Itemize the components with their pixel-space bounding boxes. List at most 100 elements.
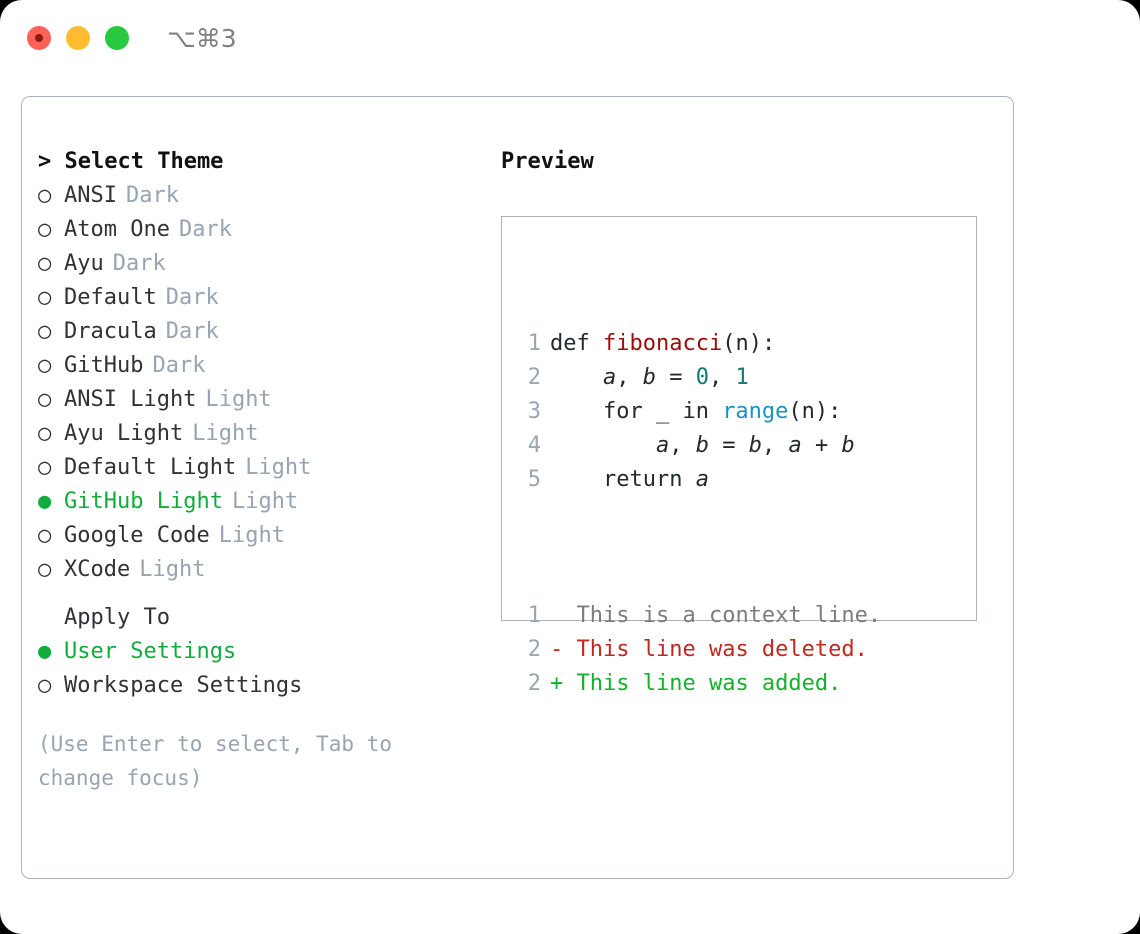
code-token-var: a	[655, 433, 670, 458]
apply-to-header-indent	[38, 601, 64, 635]
preview-title: Preview	[501, 149, 594, 174]
theme-option-tag: Dark	[112, 251, 166, 276]
radio-unselected-icon: ○	[38, 673, 52, 698]
apply-to-option-label: Workspace Settings	[64, 673, 303, 698]
code-token-var: b	[695, 433, 709, 458]
code-token-plain: for _ in	[550, 399, 723, 424]
theme-option-label: Atom One	[64, 217, 170, 242]
keyboard-hint-text: (Use Enter to select, Tab to change focu…	[38, 732, 405, 790]
code-token-call: range	[722, 399, 789, 424]
code-line: 2 a, b = 0, 1	[519, 361, 881, 395]
theme-option-default-light[interactable]: ○ Default Light Light	[38, 451, 478, 485]
theme-option-tag: Light	[139, 557, 206, 582]
line-number: 2	[527, 365, 541, 390]
line-number: 2	[527, 671, 541, 696]
code-line: 5 return a	[519, 463, 881, 497]
line-number: 3	[527, 399, 541, 424]
code-token-plain: =	[708, 433, 749, 458]
theme-option-label: ANSI Light	[64, 387, 197, 412]
title-bar: ⌥⌘3	[0, 0, 1140, 78]
maximize-button[interactable]	[105, 26, 129, 50]
hint-spacer	[38, 703, 478, 727]
code-token-plain: def	[550, 331, 603, 356]
theme-option-tag: Light	[205, 387, 272, 412]
code-token-plain: (n):	[722, 331, 776, 356]
minimize-button[interactable]	[66, 26, 90, 50]
radio-unselected-icon: ○	[38, 285, 52, 310]
theme-option-atom-one[interactable]: ○ Atom One Dark	[38, 213, 478, 247]
line-number: 5	[527, 467, 541, 492]
radio-unselected-icon: ○	[38, 183, 52, 208]
theme-option-label: ANSI	[64, 183, 117, 208]
apply-to-header-label: Apply To	[64, 605, 170, 630]
diff-sign	[550, 603, 577, 628]
code-token-num: 0	[695, 365, 709, 390]
diff-line-add: 2+ This line was added.	[519, 667, 881, 701]
code-line: 3 for _ in range(n):	[519, 395, 881, 429]
theme-option-label: XCode	[64, 557, 131, 582]
theme-option-ansi-light[interactable]: ○ ANSI Light Light	[38, 383, 478, 417]
radio-selected-icon: ●	[38, 489, 52, 514]
theme-option-tag: Light	[245, 455, 312, 480]
diff-text: This line was deleted.	[576, 637, 868, 662]
radio-unselected-icon: ○	[38, 421, 52, 446]
theme-option-label: Dracula	[64, 319, 157, 344]
code-token-plain: ,	[616, 365, 643, 390]
apply-to-option-user-settings[interactable]: ●User Settings	[38, 635, 478, 669]
line-number: 2	[527, 637, 541, 662]
apply-to-option-label: User Settings	[64, 639, 237, 664]
select-theme-header: > Select Theme	[38, 149, 224, 174]
theme-option-tag: Dark	[125, 183, 179, 208]
code-token-plain: ,	[761, 433, 789, 458]
code-token-plain: +	[801, 433, 842, 458]
diff-line-ctx: 1 This is a context line.	[519, 599, 881, 633]
theme-option-label: GitHub Light	[64, 489, 223, 514]
radio-unselected-icon: ○	[38, 523, 52, 548]
theme-option-ansi[interactable]: ○ ANSI Dark	[38, 179, 478, 213]
window-controls	[27, 26, 129, 50]
theme-option-label: Ayu	[64, 251, 104, 276]
code-token-plain	[550, 365, 603, 390]
apply-to-option-workspace-settings[interactable]: ○ Workspace Settings	[38, 669, 478, 703]
apply-to-header: Apply To	[38, 601, 478, 635]
line-number: 1	[527, 603, 541, 628]
code-token-plain: ,	[708, 365, 736, 390]
theme-option-github-light[interactable]: ● GitHub Light Light	[38, 485, 478, 519]
code-token-var: a	[602, 365, 617, 390]
apply-to-option-list: ●User Settings ○ Workspace Settings	[38, 635, 478, 703]
theme-option-label: GitHub	[64, 353, 144, 378]
theme-option-label: Google Code	[64, 523, 210, 548]
radio-unselected-icon: ○	[38, 455, 52, 480]
radio-unselected-icon: ○	[38, 353, 52, 378]
radio-unselected-icon: ○	[38, 217, 52, 242]
code-token-var: a	[695, 467, 709, 492]
radio-unselected-icon: ○	[38, 387, 52, 412]
keyboard-shortcut-label: ⌥⌘3	[167, 24, 237, 53]
theme-option-tag: Light	[192, 421, 259, 446]
diff-sign: +	[550, 671, 577, 696]
theme-option-tag: Light	[231, 489, 299, 514]
diff-sample: 1 This is a context line. 2- This line wa…	[519, 599, 881, 701]
code-token-plain: =	[655, 365, 696, 390]
close-button[interactable]	[27, 26, 51, 50]
code-token-var: b	[748, 433, 762, 458]
code-token-plain	[550, 433, 656, 458]
code-token-num: 1	[735, 365, 749, 390]
diff-sign: -	[550, 637, 577, 662]
code-token-plain: ,	[669, 433, 696, 458]
theme-option-tag: Dark	[178, 217, 232, 242]
theme-option-label: Default Light	[64, 455, 237, 480]
